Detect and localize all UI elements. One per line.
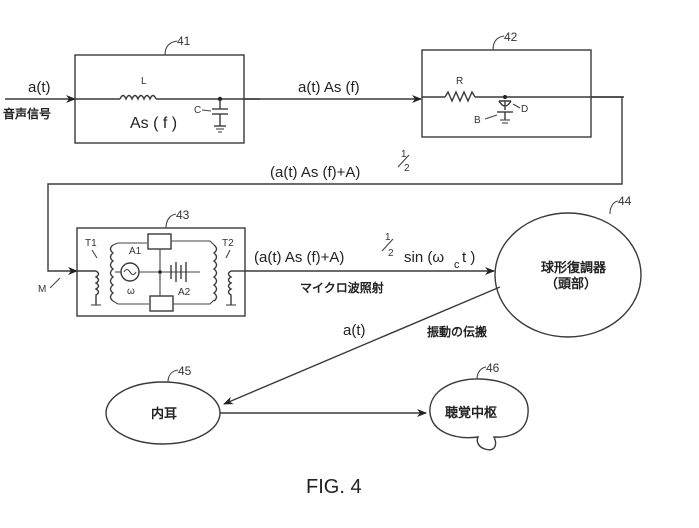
vibration-caption: 振動の伝搬 — [427, 324, 487, 339]
block-46-label: 聴覚中枢 — [445, 405, 497, 421]
junction-dot — [503, 95, 507, 99]
block-45-ref: 45 — [178, 364, 192, 378]
block-46-shape — [429, 378, 529, 451]
block-41-ref: 41 — [177, 34, 191, 48]
fraction-bar — [381, 238, 394, 252]
block-44-ref: 44 — [618, 194, 632, 208]
diode-icon — [497, 100, 513, 124]
resistor-icon — [444, 90, 476, 103]
signal-43-44-exp-num: 1 — [385, 232, 391, 243]
block-43-frame — [76, 227, 246, 317]
signal-43-44-exp-den: 2 — [388, 248, 394, 259]
capacitor-label: C — [194, 105, 201, 116]
amplifier-a2-box — [149, 295, 174, 312]
block-44-leader — [609, 200, 619, 215]
signal-44-45-label: a(t) — [343, 322, 366, 339]
capacitor-icon — [212, 99, 228, 133]
signal-42-43-exp-den: 2 — [404, 163, 410, 174]
block-43-ref: 43 — [176, 208, 190, 222]
wire — [171, 240, 215, 246]
signal-43-44-sin: sin (ω — [404, 249, 444, 266]
input-signal-caption: 音声信号 — [3, 106, 51, 121]
block-44-spherical-demodulator: 44 球形復調器 （頭部） — [494, 194, 642, 338]
block-43-modulator: 43 T1 ω A1 A2 T2 — [76, 208, 246, 317]
input-ref-m: M — [38, 284, 46, 295]
signal-42-43-exp-num: 1 — [401, 149, 407, 160]
block-45-inner-ear: 45 内耳 — [105, 364, 221, 445]
resistor-label: R — [456, 76, 463, 87]
transformer-2-secondary-icon — [227, 270, 233, 305]
block-42-rectifier: 42 R D B — [421, 30, 624, 138]
microwave-caption: マイクロ波照射 — [300, 280, 384, 295]
block-46-leader — [476, 366, 487, 380]
arrow-44-to-45 — [223, 286, 501, 405]
signal-41-42-label: a(t) As (f) — [298, 79, 360, 96]
diode-leader — [512, 103, 521, 109]
transformer-1-secondary-icon — [109, 244, 115, 302]
block-46-auditory-center: 46 聴覚中枢 — [429, 361, 529, 451]
t1-leader — [91, 249, 98, 259]
input-signal: a(t) 音声信号 — [3, 79, 76, 121]
transformer-1-label: T1 — [85, 238, 97, 249]
wire — [173, 299, 215, 305]
inductor-icon — [119, 94, 157, 101]
block-44-sublabel: （頭部） — [545, 276, 597, 292]
signal-43-44-subscript: c — [454, 259, 460, 271]
figure-caption: FIG. 4 — [306, 476, 362, 498]
wire — [47, 96, 623, 275]
sine-icon — [123, 268, 137, 276]
bias-label: B — [474, 115, 481, 126]
block-44-label: 球形復調器 — [541, 260, 607, 276]
battery-icon — [170, 262, 187, 282]
block-43-leader — [165, 213, 177, 229]
block-45-leader — [167, 369, 179, 383]
signal-43-44-end: t ) — [462, 249, 475, 266]
fraction-bar — [397, 154, 410, 168]
connector-42-to-43: (a(t) As (f)+A) 1 2 M — [38, 96, 623, 295]
block-44-shape — [494, 212, 642, 338]
t2-leader — [225, 249, 231, 259]
block-41-leader — [164, 40, 178, 56]
amplifier-a2-label: A2 — [178, 287, 191, 298]
block-41-filter: 41 L C As ( f ) — [74, 34, 260, 144]
junction-dot — [158, 270, 162, 274]
transfer-function-label: As ( f ) — [130, 115, 177, 132]
wire — [112, 242, 147, 246]
block-42-frame — [421, 49, 592, 138]
amplifier-a1-box — [147, 233, 172, 250]
inductor-label: L — [141, 76, 147, 87]
oscillator-label: ω — [127, 286, 135, 297]
transformer-1-primary-icon — [94, 270, 100, 305]
input-ref-leader — [49, 277, 61, 289]
block-46-ref: 46 — [486, 361, 500, 375]
capacitor-leader — [201, 109, 212, 112]
signal-42-43-label: (a(t) As (f)+A) — [270, 164, 360, 181]
block-42-ref: 42 — [504, 30, 518, 44]
input-signal-label: a(t) — [28, 79, 51, 96]
block-42-leader — [492, 35, 505, 51]
signal-43-44-label: (a(t) As (f)+A) — [254, 249, 344, 266]
wire — [112, 300, 149, 305]
transformer-2-primary-icon — [212, 244, 218, 302]
block-45-label: 内耳 — [151, 406, 177, 422]
diode-label: D — [521, 104, 528, 115]
amplifier-a1-label: A1 — [129, 246, 142, 257]
transformer-2-label: T2 — [222, 238, 234, 249]
bias-leader — [484, 114, 498, 120]
